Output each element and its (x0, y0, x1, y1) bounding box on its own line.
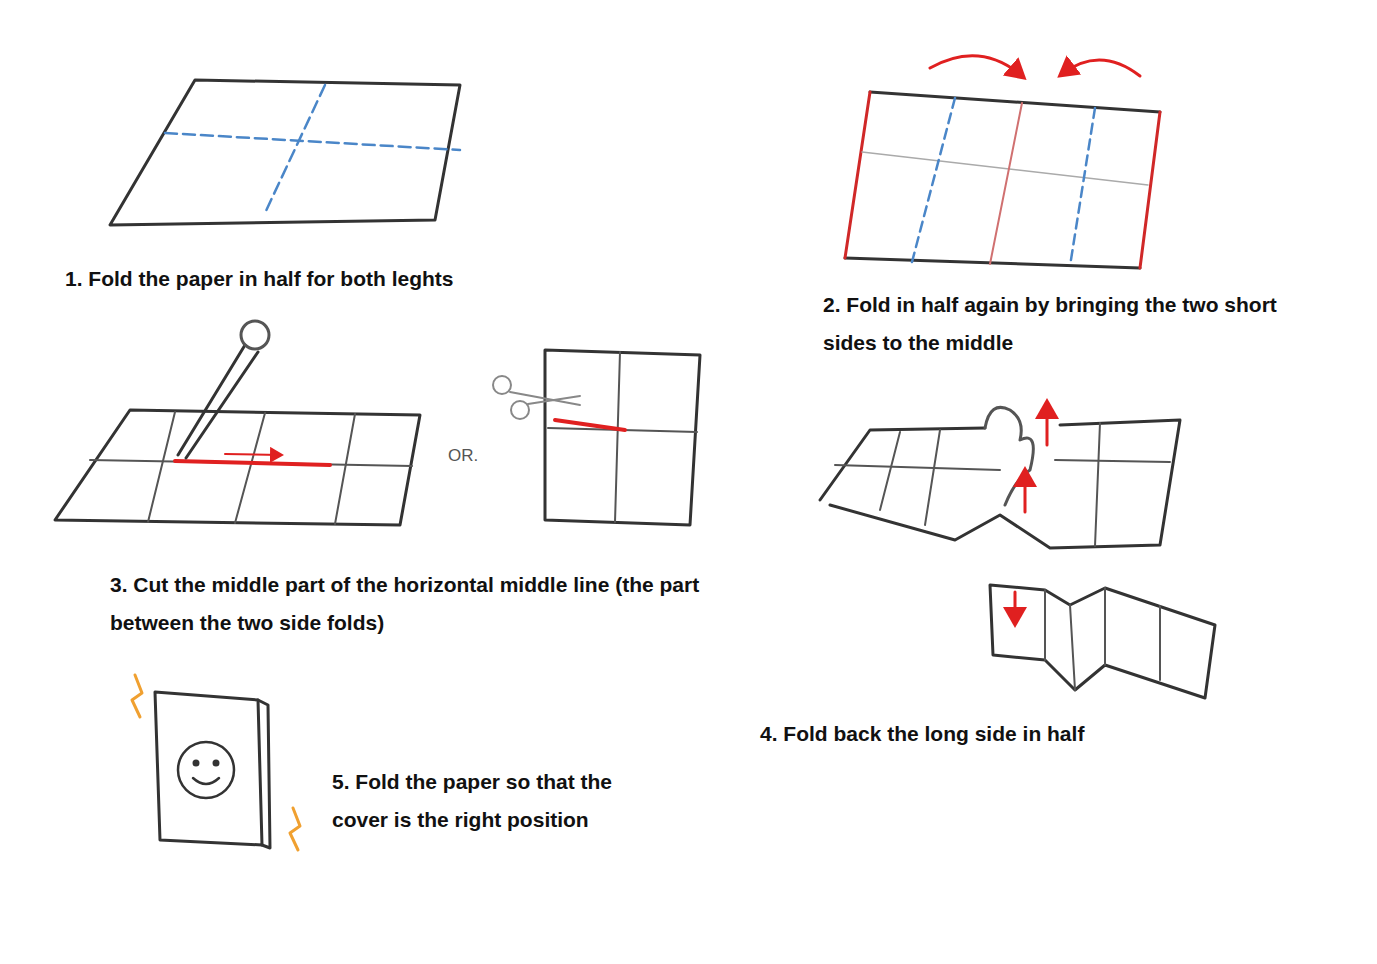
or-note: OR. (448, 446, 478, 466)
paper-sheet (110, 80, 460, 225)
knife-cut (55, 321, 420, 525)
step-caption: 3. Cut the middle part of the horizontal… (110, 566, 750, 642)
step-caption: 1. Fold the paper in half for both leght… (65, 260, 454, 298)
folded-sheet (845, 56, 1160, 268)
pop-up-fold (820, 404, 1215, 698)
step-caption: 5. Fold the paper so that the cover is t… (332, 763, 672, 839)
step-caption: 2. Fold in half again by bringing the tw… (823, 286, 1278, 362)
booklet (132, 675, 300, 850)
step-caption: 4. Fold back the long side in half (760, 715, 1084, 753)
scissors-cut (493, 350, 700, 525)
